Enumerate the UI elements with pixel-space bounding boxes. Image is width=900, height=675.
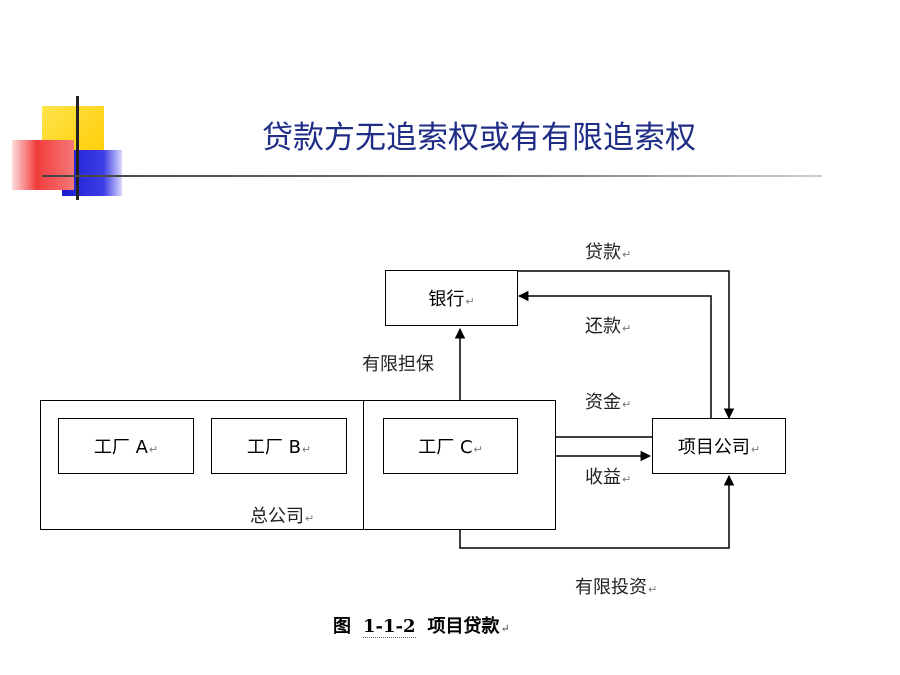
loan-label: 贷款 [585, 242, 621, 263]
decorative-horizontal-line [42, 175, 822, 177]
factory-a-label: 工厂 A [93, 437, 148, 458]
limited-investment-label: 有限投资 [575, 577, 647, 598]
head-office-label: 总公司 [250, 506, 304, 527]
repayment-label-wrap: 还款↵ [585, 316, 632, 337]
project-company-node: 项目公司↵ [652, 418, 786, 474]
limited-investment-label-wrap: 有限投资↵ [575, 577, 658, 598]
factory-b-label: 工厂 B [246, 437, 301, 458]
limited-guarantee-label-wrap: 有限担保 [362, 350, 434, 376]
funds-label: 资金 [585, 392, 621, 413]
factory-b-node: 工厂 B↵ [211, 418, 347, 474]
caption-text: 项目贷款 [427, 616, 500, 637]
factory-a-node: 工厂 A↵ [58, 418, 194, 474]
caption-prefix: 图 [333, 616, 351, 637]
loan-arrow [517, 270, 735, 420]
decorative-vertical-line [76, 96, 79, 200]
income-label-wrap: 收益↵ [585, 467, 632, 488]
decorative-red-square [12, 140, 74, 190]
income-label: 收益 [585, 467, 621, 488]
funds-label-wrap: 资金↵ [585, 392, 632, 413]
caption-number: 1-1-2 [363, 616, 416, 638]
head-office-label-wrap: 总公司↵ [250, 506, 315, 527]
factory-c-label: 工厂 C [418, 437, 473, 458]
bank-node: 银行↵ [385, 270, 518, 326]
project-company-label: 项目公司 [677, 437, 750, 458]
loan-label-wrap: 贷款↵ [585, 242, 632, 263]
repayment-arrow [517, 290, 712, 418]
limited-guarantee-label: 有限担保 [362, 354, 434, 375]
repayment-label: 还款 [585, 316, 621, 337]
slide-title: 贷款方无追索权或有有限追索权 [262, 120, 696, 156]
bank-label: 银行 [428, 289, 465, 310]
factory-c-node: 工厂 C↵ [383, 418, 518, 474]
